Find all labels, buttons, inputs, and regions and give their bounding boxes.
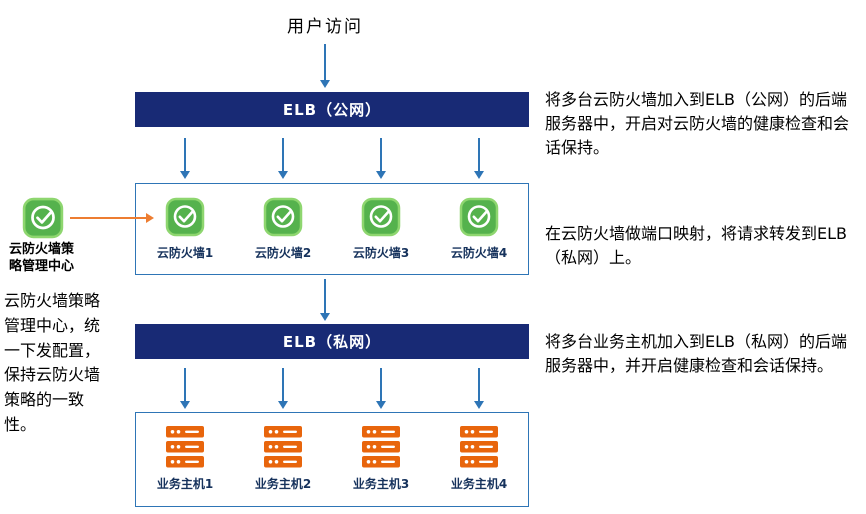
- shield-check-icon: [361, 197, 401, 237]
- note-elb-private: 将多台业务主机加入到ELB（私网）的后端服务器中，并开启健康检查和会话保持。: [545, 332, 848, 375]
- server-stack-icon: [359, 425, 403, 469]
- arrow-elb-public-to-firewall-3-icon: [376, 138, 386, 179]
- policy-center-note: 云防火墙策略管理中心，统一下发配置，保持云防火墙策略的一致性。: [4, 291, 101, 434]
- host-node-1: 业务主机1: [136, 413, 234, 506]
- note-port-mapping: 在云防火墙做端口映射，将请求转发到ELB（私网）上。: [545, 224, 848, 267]
- firewall-node-4: 云防火墙4: [430, 184, 528, 274]
- firewall-label: 云防火墙4: [450, 246, 508, 260]
- arrow-elb-public-to-firewall-1-icon: [180, 138, 190, 179]
- host-label: 业务主机3: [352, 477, 410, 491]
- policy-center-shield-check-icon: [22, 197, 64, 239]
- elb-public-label: ELB（公网）: [282, 101, 382, 119]
- server-stack-icon: [457, 425, 501, 469]
- firewall-node-2: 云防火墙2: [234, 184, 332, 274]
- arrow-elb-public-to-firewall-4-icon: [474, 138, 484, 179]
- host-node-2: 业务主机2: [234, 413, 332, 506]
- arrow-elb-private-to-host-3-icon: [376, 368, 386, 409]
- note-elb-public: 将多台云防火墙加入到ELB（公网）的后端服务器中，开启对云防火墙的健康检查和会话…: [545, 90, 850, 157]
- elb-private-bar: ELB（私网）: [135, 324, 529, 359]
- host-label: 业务主机4: [450, 477, 508, 491]
- server-stack-icon: [163, 425, 207, 469]
- host-label: 业务主机1: [156, 477, 214, 491]
- user-access-label: 用户访问: [287, 17, 363, 37]
- policy-center-label: 云防火墙策略管理中心: [9, 242, 75, 274]
- host-label: 业务主机2: [254, 477, 312, 491]
- host-group-box: 业务主机1 业务主机2 业务主机3 业务主机4: [135, 412, 529, 507]
- shield-check-icon: [263, 197, 303, 237]
- server-stack-icon: [261, 425, 305, 469]
- arrow-elb-private-to-host-1-icon: [180, 368, 190, 409]
- arrow-elb-public-to-firewall-2-icon: [278, 138, 288, 179]
- firewall-label: 云防火墙3: [352, 246, 410, 260]
- firewall-node-1: 云防火墙1: [136, 184, 234, 274]
- arrow-elb-private-to-host-2-icon: [278, 368, 288, 409]
- host-node-4: 业务主机4: [430, 413, 528, 506]
- elb-private-label: ELB（私网）: [282, 333, 382, 351]
- host-node-3: 业务主机3: [332, 413, 430, 506]
- shield-check-icon: [165, 197, 205, 237]
- firewall-node-3: 云防火墙3: [332, 184, 430, 274]
- firewall-group-box: 云防火墙1 云防火墙2 云防火墙3 云防火墙4: [135, 183, 529, 275]
- arrow-elb-private-to-host-4-icon: [474, 368, 484, 409]
- arrow-firewalls-to-elb-private-icon: [320, 279, 330, 321]
- arrow-user-to-elb-public-icon: [320, 44, 330, 88]
- firewall-label: 云防火墙1: [156, 246, 214, 260]
- arrow-policy-to-firewalls-icon: [70, 212, 154, 224]
- elb-public-bar: ELB（公网）: [135, 92, 529, 127]
- firewall-label: 云防火墙2: [254, 246, 312, 260]
- shield-check-icon: [459, 197, 499, 237]
